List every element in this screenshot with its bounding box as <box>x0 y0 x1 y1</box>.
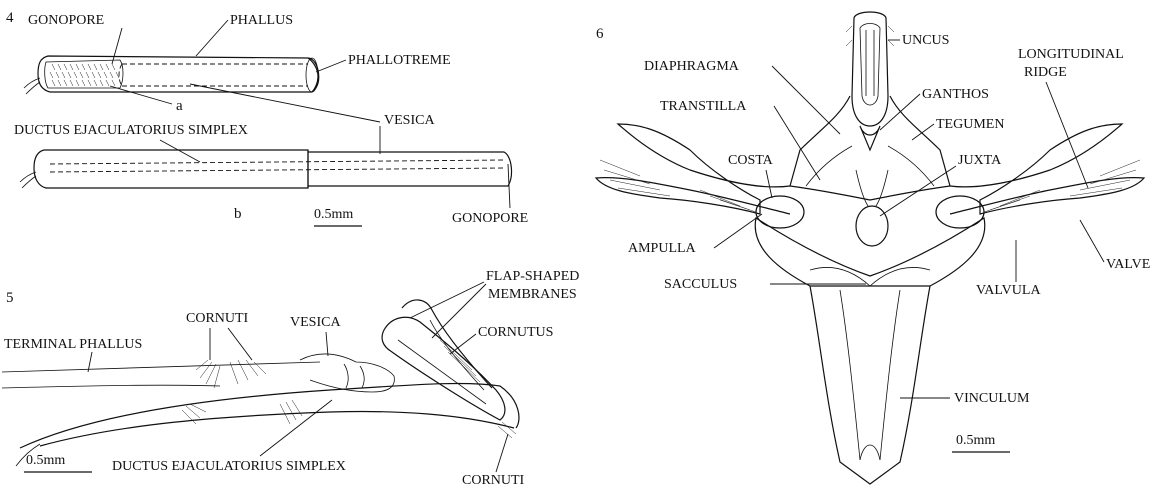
scale-5: 0.5mm <box>26 453 65 468</box>
label-sub-a: a <box>176 98 183 114</box>
gonopore-spines <box>45 60 123 88</box>
phallus-drawing-a <box>24 56 319 94</box>
figure-4-number: 4 <box>6 10 14 26</box>
label-ductus-4: DUCTUS EJACULATORIUS SIMPLEX <box>14 123 248 138</box>
figure-4: 4 GONOPORE PHALLUS PHALL <box>6 10 528 226</box>
label-phallus: PHALLUS <box>230 13 293 28</box>
label-phallotreme: PHALLOTREME <box>348 53 451 68</box>
phallus-drawing-b <box>20 150 511 188</box>
label-vesica-4: VESICA <box>384 113 435 128</box>
label-longitudinal-line2: RIDGE <box>1024 65 1067 80</box>
label-juxta: JUXTA <box>958 153 1002 168</box>
label-cornuti-top: CORNUTI <box>186 311 249 326</box>
label-costa: COSTA <box>728 153 774 168</box>
label-valvula: VALVULA <box>976 283 1041 298</box>
label-ganthos: GANTHOS <box>922 87 989 102</box>
label-diaphragma: DIAPHRAGMA <box>644 59 740 74</box>
scale-6: 0.5mm <box>956 433 995 448</box>
label-cornuti-bottom: CORNUTI <box>462 473 525 487</box>
figure-5-number: 5 <box>6 290 14 306</box>
label-ampulla: AMPULLA <box>628 241 697 256</box>
label-flap-line1: FLAP-SHAPED <box>486 269 579 284</box>
label-sacculus: SACCULUS <box>664 277 737 292</box>
scale-4: 0.5mm <box>314 207 353 222</box>
label-valve: VALVE <box>1106 257 1150 272</box>
label-tegumen: TEGUMEN <box>936 117 1004 132</box>
label-sub-b: b <box>234 206 242 222</box>
label-cornutus: CORNUTUS <box>478 325 553 340</box>
label-longitudinal-line1: LONGITUDINAL <box>1018 47 1124 62</box>
label-gonopore-top: GONOPORE <box>28 13 104 28</box>
figure-6: 6 <box>596 12 1150 484</box>
label-uncus: UNCUS <box>902 33 949 48</box>
label-terminal-phallus: TERMINAL PHALLUS <box>4 337 142 352</box>
label-flap-line2: MEMBRANES <box>488 287 577 302</box>
label-vinculum: VINCULUM <box>954 391 1030 406</box>
figure-5: 5 FLAP-SHAP <box>2 269 579 487</box>
label-ductus-5: DUCTUS EJACULATORIUS SIMPLEX <box>112 459 346 474</box>
label-gonopore-bottom: GONOPORE <box>452 211 528 226</box>
label-transtilla: TRANSTILLA <box>660 99 747 114</box>
label-vesica-5: VESICA <box>290 315 341 330</box>
phallus-drawing-5 <box>2 300 519 466</box>
figure-6-number: 6 <box>596 26 604 42</box>
